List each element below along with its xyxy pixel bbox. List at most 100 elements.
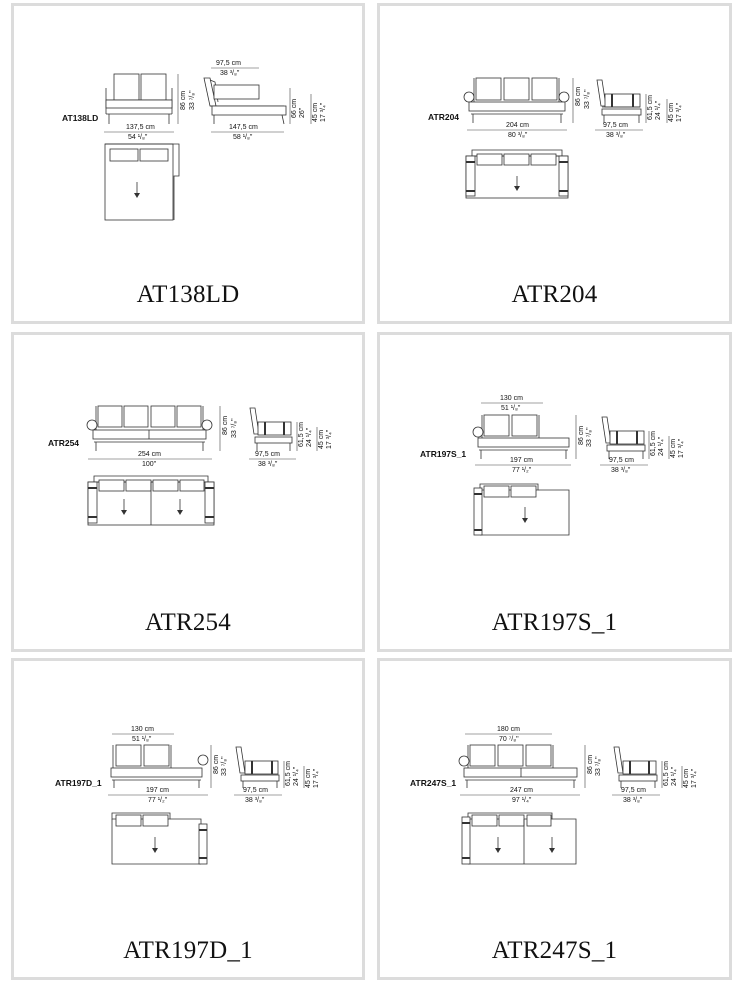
product-code-label: ATR247S_1 <box>410 778 456 788</box>
depth-cm-label: 97,5 cm <box>603 122 628 129</box>
front-view-drawing <box>472 414 570 459</box>
arm-height-in-label: 24 ¹/₄" <box>655 100 662 120</box>
product-panel-atr247s-1[interactable]: ATR247S_1 180 cm 70 ⁷/₈" 247 cm 97 ¹/₄" … <box>377 658 732 980</box>
width-cm-label: 254 cm <box>138 451 161 458</box>
height-in-label: 33 ⁷/₈" <box>189 90 196 110</box>
height-cm-label: 86 cm <box>575 87 582 106</box>
depth-cm-label: 97,5 cm <box>621 787 646 794</box>
height-cm-label: 86 cm <box>213 755 220 774</box>
product-title: ATR197D_1 <box>123 937 253 964</box>
depth-in-label: 38 ³/₈" <box>245 797 265 804</box>
side-view-drawing <box>203 77 287 125</box>
top-view-drawing <box>461 812 577 865</box>
front-view-drawing <box>86 405 213 451</box>
seat-height-cm-label: 45 cm <box>305 769 312 788</box>
height-in-label: 33 ⁷/₈" <box>231 418 238 438</box>
side-length-cm-label: 147,5 cm <box>229 124 258 131</box>
dimension-drawing: ATR197D_1 130 cm 51 ¹/₈" 197 cm 77 ¹/₂" … <box>55 726 320 865</box>
seat-height-cm-label: 45 cm <box>312 103 319 122</box>
arm-height-cm-label: 61,5 cm <box>647 95 654 120</box>
height-cm-label: 86 cm <box>587 755 594 774</box>
arm-height-cm-label: 61,5 cm <box>663 761 670 786</box>
front-view-drawing <box>105 73 173 124</box>
product-title: ATR247S_1 <box>491 937 618 964</box>
product-code-label: ATR197S_1 <box>420 449 466 459</box>
arm-height-cm-label: 61,5 cm <box>285 761 292 786</box>
depth-cm-label: 97,5 cm <box>255 451 280 458</box>
arm-height-cm-label: 61,5 cm <box>298 422 305 447</box>
side-view-drawing <box>613 746 658 788</box>
width-cm-label: 197 cm <box>146 787 169 794</box>
product-code-label: ATR197D_1 <box>55 778 102 788</box>
seat-height-cm-label: 45 cm <box>683 769 690 788</box>
seat-height-in-label: 17 ³/₄" <box>326 429 333 449</box>
arm-height-cm-label: 61,5 cm <box>650 431 657 456</box>
product-title: ATR204 <box>511 281 598 308</box>
width-in-label: 77 ¹/₂" <box>512 467 532 474</box>
width-in-label: 54 ¹/₈" <box>128 134 148 141</box>
width-in-label: 77 ¹/₂" <box>148 797 168 804</box>
arm-height-in-label: 24 ¹/₄" <box>293 766 300 786</box>
product-panel-atr197d-1[interactable]: ATR197D_1 130 cm 51 ¹/₈" 197 cm 77 ¹/₂" … <box>11 658 365 980</box>
front-view-drawing <box>110 744 209 788</box>
depth-in-label: 38 ³/₈" <box>220 70 240 77</box>
width-cm-label: 197 cm <box>510 457 533 464</box>
back-width-cm-label: 130 cm <box>131 726 154 733</box>
product-code-label: AT138LD <box>62 113 98 123</box>
depth-cm-label: 97,5 cm <box>216 60 241 67</box>
height-cm-label: 86 cm <box>180 91 187 110</box>
depth-cm-label: 97,5 cm <box>243 787 268 794</box>
dimension-drawing: ATR197S_1 130 cm 51 ¹/₈" 197 cm 77 ¹/₂" … <box>420 395 685 536</box>
seat-height-in-label: 17 ³/₄" <box>678 438 685 458</box>
arm-height-in-label: 26" <box>299 107 306 118</box>
front-view-drawing <box>463 77 570 123</box>
depth-in-label: 38 ³/₈" <box>623 797 643 804</box>
arm-height-in-label: 24 ¹/₄" <box>306 427 313 447</box>
side-view-drawing <box>601 416 646 459</box>
dimension-drawing: ATR247S_1 180 cm 70 ⁷/₈" 247 cm 97 ¹/₄" … <box>410 726 698 865</box>
seat-height-in-label: 17 ³/₄" <box>676 102 683 122</box>
depth-cm-label: 97,5 cm <box>609 457 634 464</box>
width-cm-label: 137,5 cm <box>126 124 155 131</box>
product-title: ATR197S_1 <box>491 609 618 636</box>
product-panel-atr204[interactable]: ATR204 204 cm 80 ³/₈" 86 cm 33 ⁷/₈" <box>377 3 732 324</box>
depth-in-label: 38 ³/₈" <box>258 461 278 468</box>
height-cm-label: 86 cm <box>578 426 585 445</box>
width-cm-label: 204 cm <box>506 122 529 129</box>
side-view-drawing <box>596 79 642 123</box>
product-panel-atr254[interactable]: ATR254 254 cm 100" 86 cm 33 ⁷/₈" <box>11 332 365 652</box>
seat-height-cm-label: 45 cm <box>318 430 325 449</box>
top-view-drawing <box>87 475 215 526</box>
product-panel-at138ld[interactable]: AT138LD 137,5 cm 54 ¹/₈" 86 cm 33 ⁷/₈" <box>11 3 365 324</box>
product-panel-atr197s-1[interactable]: ATR197S_1 130 cm 51 ¹/₈" 197 cm 77 ¹/₂" … <box>377 332 732 652</box>
seat-height-in-label: 17 ³/₄" <box>313 768 320 788</box>
seat-height-in-label: 17 ³/₄" <box>691 768 698 788</box>
top-view-drawing <box>111 812 208 865</box>
height-in-label: 33 ⁷/₈" <box>584 89 591 109</box>
back-width-in-label: 70 ⁷/₈" <box>499 736 519 743</box>
width-in-label: 97 ¹/₄" <box>512 797 532 804</box>
product-title: AT138LD <box>136 281 240 308</box>
dimension-drawing: ATR204 204 cm 80 ³/₈" 86 cm 33 ⁷/₈" <box>428 77 683 199</box>
arm-height-in-label: 24 ¹/₄" <box>658 436 665 456</box>
width-cm-label: 247 cm <box>510 787 533 794</box>
height-in-label: 33 ⁷/₈" <box>586 427 593 447</box>
dimension-drawing: ATR254 254 cm 100" 86 cm 33 ⁷/₈" <box>48 405 333 526</box>
height-cm-label: 86 cm <box>222 416 229 435</box>
arm-height-in-label: 24 ¹/₄" <box>671 766 678 786</box>
product-code-label: ATR254 <box>48 438 79 448</box>
height-in-label: 33 ⁷/₈" <box>221 756 228 776</box>
width-in-label: 80 ³/₈" <box>508 132 528 139</box>
back-width-in-label: 51 ¹/₈" <box>132 736 152 743</box>
seat-height-in-label: 17 ³/₄" <box>320 102 327 122</box>
back-width-in-label: 51 ¹/₈" <box>501 405 521 412</box>
top-view-drawing <box>473 483 570 536</box>
side-view-drawing <box>249 407 293 451</box>
product-title: ATR254 <box>145 609 231 636</box>
side-length-in-label: 58 ¹/₈" <box>233 134 253 141</box>
side-view-drawing <box>235 746 280 788</box>
depth-in-label: 38 ³/₈" <box>611 467 631 474</box>
depth-in-label: 38 ³/₈" <box>606 132 626 139</box>
back-width-cm-label: 130 cm <box>500 395 523 402</box>
dimension-drawing: AT138LD 137,5 cm 54 ¹/₈" 86 cm 33 ⁷/₈" <box>62 60 327 221</box>
